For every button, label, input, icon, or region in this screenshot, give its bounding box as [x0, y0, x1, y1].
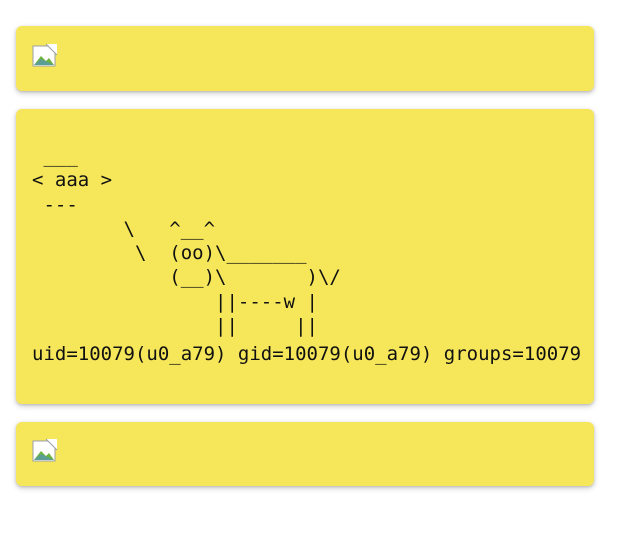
terminal-output-card: ___ < aaa > --- \ ^__^ \ (oo)\_______ (_…: [16, 109, 594, 404]
cowsay-art: ___ < aaa > --- \ ^__^ \ (oo)\_______ (_…: [32, 145, 341, 338]
broken-image-icon: [32, 438, 58, 462]
image-card-top: [16, 26, 594, 91]
image-card-bottom: [16, 422, 594, 486]
id-command-output: uid=10079(u0_a79) gid=10079(u0_a79) grou…: [32, 343, 582, 365]
broken-image-icon: [32, 43, 58, 67]
